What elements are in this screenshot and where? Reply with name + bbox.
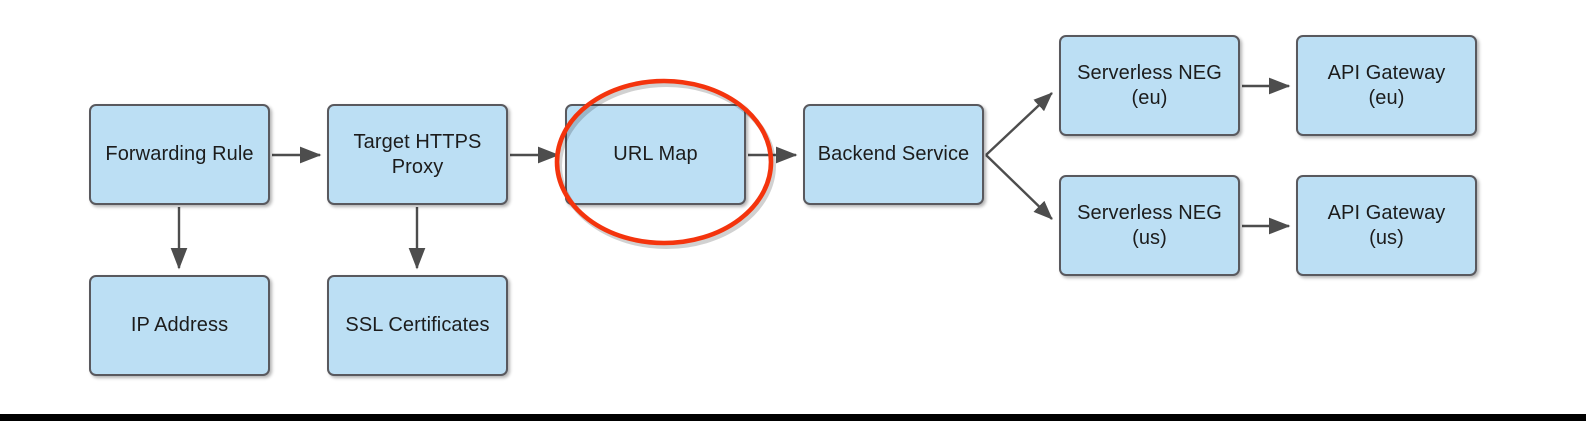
node-label: IP Address	[130, 314, 229, 337]
node-ip-address[interactable]: IP Address	[89, 275, 270, 376]
bottom-black-bar	[0, 414, 1586, 421]
node-label: Target HTTPS Proxy	[353, 130, 482, 178]
node-label: Serverless NEG (eu)	[1077, 61, 1222, 109]
edge-backend-to-neg-eu	[985, 92, 1053, 156]
node-forwarding-rule[interactable]: Forwarding Rule	[89, 104, 270, 205]
node-serverless-neg-us[interactable]: Serverless NEG (us)	[1059, 175, 1240, 276]
node-ssl-certificates[interactable]: SSL Certificates	[327, 275, 508, 376]
node-api-gateway-eu[interactable]: API Gateway (eu)	[1296, 35, 1477, 136]
node-label: API Gateway (eu)	[1327, 61, 1446, 109]
node-label: Serverless NEG (us)	[1077, 201, 1222, 249]
node-target-https-proxy[interactable]: Target HTTPS Proxy	[327, 104, 508, 205]
edge-backend-to-neg-us	[985, 154, 1053, 220]
node-api-gateway-us[interactable]: API Gateway (us)	[1296, 175, 1477, 276]
node-backend-service[interactable]: Backend Service	[803, 104, 984, 205]
node-serverless-neg-eu[interactable]: Serverless NEG (eu)	[1059, 35, 1240, 136]
node-label: SSL Certificates	[345, 314, 490, 337]
node-label: API Gateway (us)	[1327, 201, 1446, 249]
node-label: Backend Service	[817, 143, 970, 166]
node-label: URL Map	[613, 143, 698, 166]
node-label: Forwarding Rule	[105, 143, 254, 166]
node-url-map[interactable]: URL Map	[565, 104, 746, 205]
